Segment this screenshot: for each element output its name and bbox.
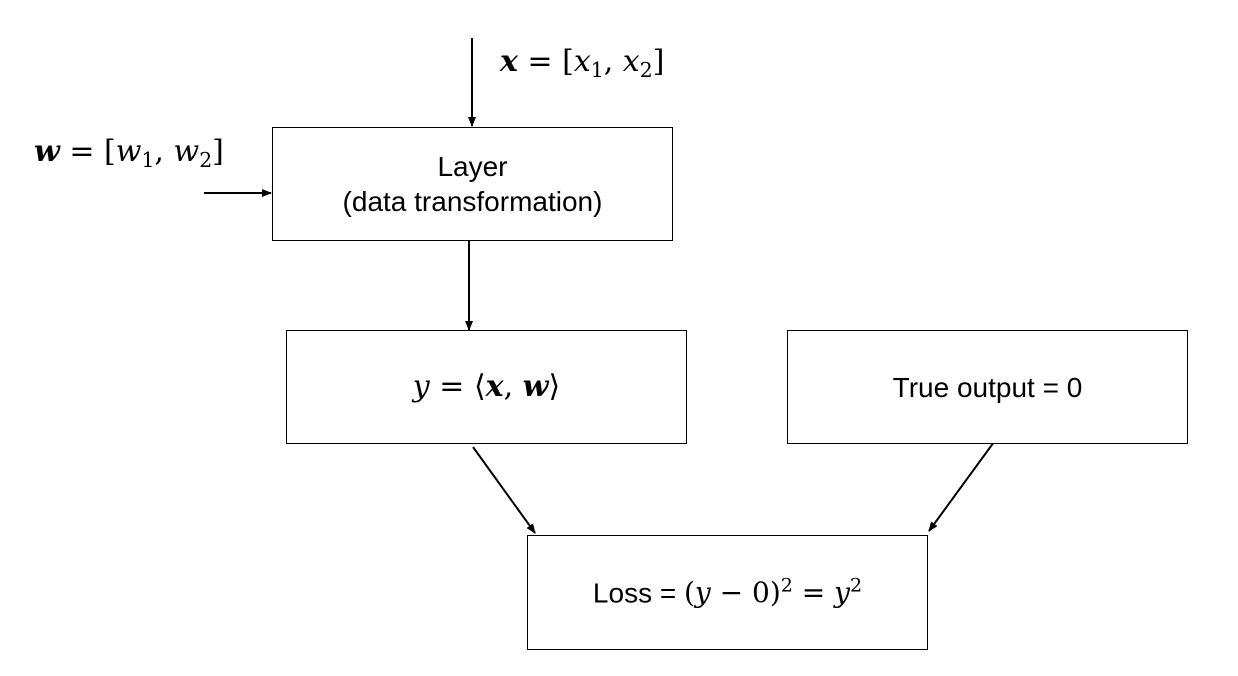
true-output-box: True output = 0: [787, 330, 1188, 444]
w-vector-label: w = [w1, w2]: [34, 134, 224, 173]
loss-box: Loss = (y − 0)2 = y2: [527, 535, 928, 650]
output-formula: y = ⟨x, w⟩: [412, 369, 561, 405]
x-vector-label: x = [x1, x2]: [500, 44, 665, 83]
true-output-label: True output = 0: [892, 371, 1083, 403]
layer-box: Layer (data transformation): [272, 127, 673, 241]
arrow-true-to-loss: [928, 441, 995, 532]
layer-title: Layer: [437, 151, 508, 182]
output-box: y = ⟨x, w⟩: [286, 330, 687, 444]
arrow-output-to-loss: [472, 446, 536, 534]
loss-formula: Loss = (y − 0)2 = y2: [592, 574, 863, 610]
layer-subtitle: (data transformation): [342, 186, 603, 217]
